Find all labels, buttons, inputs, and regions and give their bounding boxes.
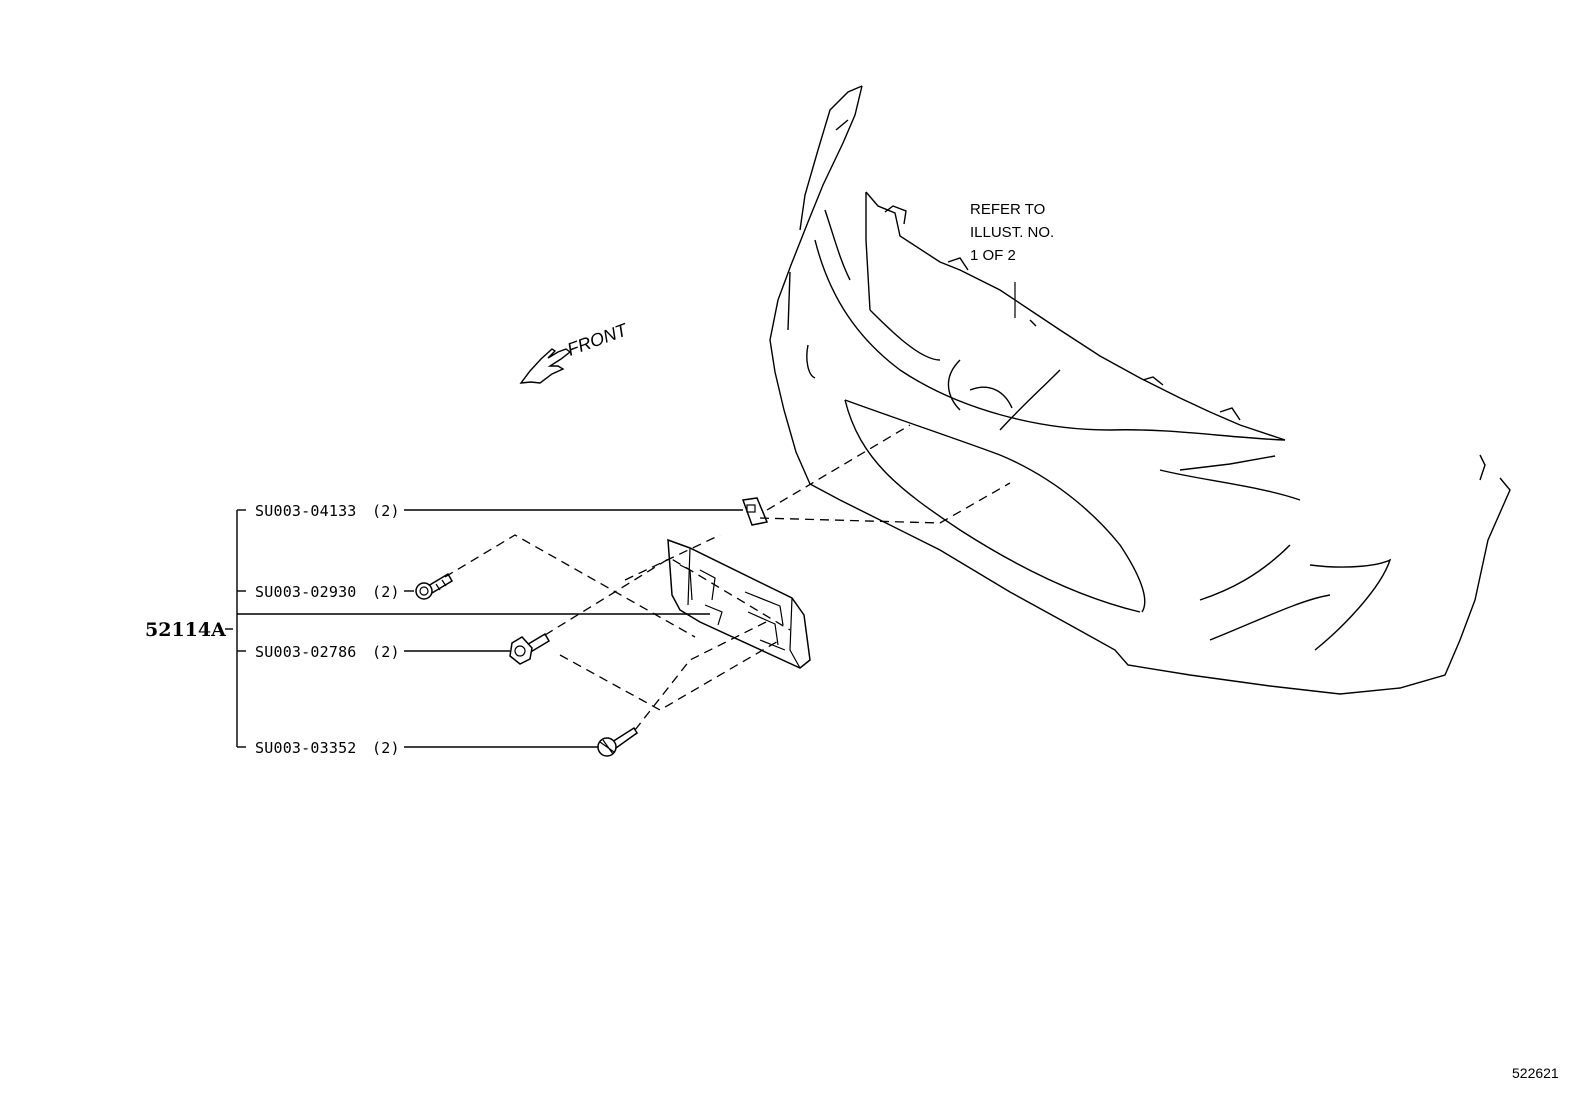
callout-bolt-middle-label: SU003-02786 (255, 643, 357, 661)
bolt-middle (509, 632, 551, 665)
illustration-id: 522621 (1512, 1065, 1559, 1081)
front-label: FRONT (565, 319, 632, 360)
callout-bolt-middle-qty: (2) (372, 643, 400, 661)
callout-screw-lower-qty: (2) (372, 739, 400, 757)
reference-note: REFER TO ILLUST. NO. 1 OF 2 (970, 201, 1054, 264)
callout-bolt-upper-qty: (2) (372, 583, 400, 601)
assembly-lines (444, 424, 1011, 731)
reference-note-line-3: 1 OF 2 (970, 247, 1016, 264)
clip-part (741, 497, 769, 526)
reference-note-line-2: ILLUST. NO. (970, 224, 1054, 241)
front-bumper-cover (769, 85, 1511, 695)
callout-bolt-middle: SU003-02786 (2) (255, 643, 400, 661)
reference-note-line-1: REFER TO (970, 201, 1045, 218)
callout-screw-lower: SU003-03352 (2) (255, 739, 400, 757)
callout-screw-lower-label: SU003-03352 (255, 739, 357, 757)
callout-leaders (225, 509, 743, 748)
callout-bolt-upper: SU003-02930 (2) (255, 583, 400, 601)
callout-clip: SU003-04133 (2) (255, 502, 400, 520)
screw-lower (597, 726, 638, 757)
license-plate-bracket (667, 538, 811, 669)
callout-clip-qty: (2) (372, 502, 400, 520)
front-direction-arrow: FRONT (519, 319, 632, 384)
main-part-number: 52114A (145, 619, 226, 641)
bolt-upper (415, 572, 454, 600)
callout-bolt-upper-label: SU003-02930 (255, 583, 357, 601)
callout-clip-label: SU003-04133 (255, 502, 357, 520)
